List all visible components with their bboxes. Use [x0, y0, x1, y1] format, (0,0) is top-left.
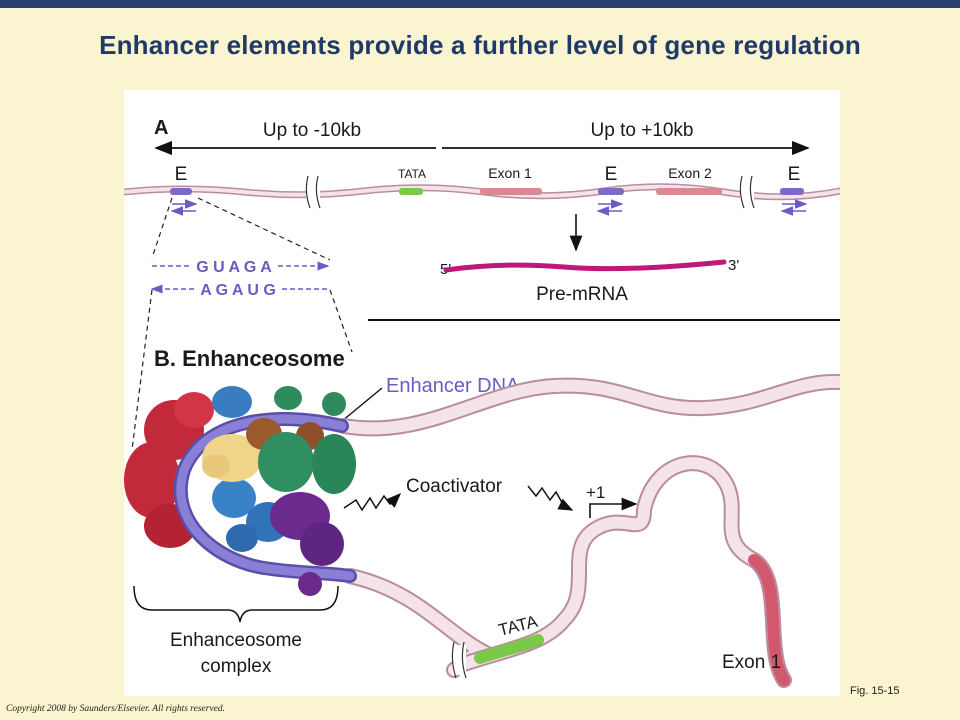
figure-number: Fig. 15-15 — [850, 685, 900, 697]
tata-box-a — [399, 188, 423, 195]
orientation-arrows — [170, 199, 808, 216]
sequence-top: G U A G A — [196, 259, 272, 276]
start-site-label: +1 — [586, 483, 605, 502]
three-prime-label: 3' — [728, 257, 739, 274]
zoom-lines — [131, 197, 353, 451]
slide-title: Enhancer elements provide a further leve… — [99, 30, 861, 60]
gene-regulation-diagram: A Up to -10kb Up to +10kb E TATA Exon 1 … — [124, 117, 840, 688]
dna-strand-b — [336, 373, 840, 688]
dna-strand-a — [124, 175, 840, 209]
complex-label-line1: Enhanceosome — [170, 630, 302, 651]
enhancer-label-3: E — [788, 164, 801, 185]
exon1-segment-a — [480, 188, 542, 195]
exon1-label-b: Exon 1 — [722, 652, 781, 673]
enhancer-label-1: E — [175, 164, 188, 185]
enhancer-element-1 — [170, 188, 192, 195]
exon2-label-a: Exon 2 — [668, 165, 712, 181]
top-bar — [0, 0, 960, 8]
exon1-label-a: Exon 1 — [488, 165, 532, 181]
complex-bracket — [133, 585, 339, 623]
tata-label-a: TATA — [398, 167, 426, 181]
upstream-range-label: Up to -10kb — [263, 120, 361, 141]
coactivator-signal-right — [527, 485, 574, 511]
tata-box-b — [474, 634, 544, 664]
coactivator-label: Coactivator — [406, 476, 503, 497]
enhancer-dna-label: Enhancer DNA — [386, 375, 520, 397]
exon2-segment-a — [656, 188, 722, 195]
panel-a-label: A — [154, 117, 168, 139]
enhancer-element-3 — [780, 188, 804, 195]
exon1-segment-b — [748, 554, 790, 686]
enhancer-element-2 — [598, 188, 624, 195]
panel-b-label: B. Enhanceosome — [154, 346, 345, 371]
complex-label-line2: complex — [201, 656, 272, 677]
enhancer-sequence: G U A G A A G A U G — [150, 259, 330, 299]
figure-panel: A Up to -10kb Up to +10kb E TATA Exon 1 … — [124, 90, 840, 696]
sequence-bottom: A G A U G — [200, 282, 276, 299]
downstream-range-label: Up to +10kb — [591, 120, 694, 141]
copyright-notice: Copyright 2008 by Saunders/Elsevier. All… — [6, 704, 226, 714]
enhanceosome-cluster — [124, 386, 357, 596]
pre-mrna-strand — [443, 259, 727, 273]
enhancer-label-2: E — [605, 164, 618, 185]
pre-mrna-label: Pre-mRNA — [536, 284, 628, 305]
start-site-arrow — [589, 497, 638, 518]
coactivator-signal-left — [343, 492, 402, 512]
